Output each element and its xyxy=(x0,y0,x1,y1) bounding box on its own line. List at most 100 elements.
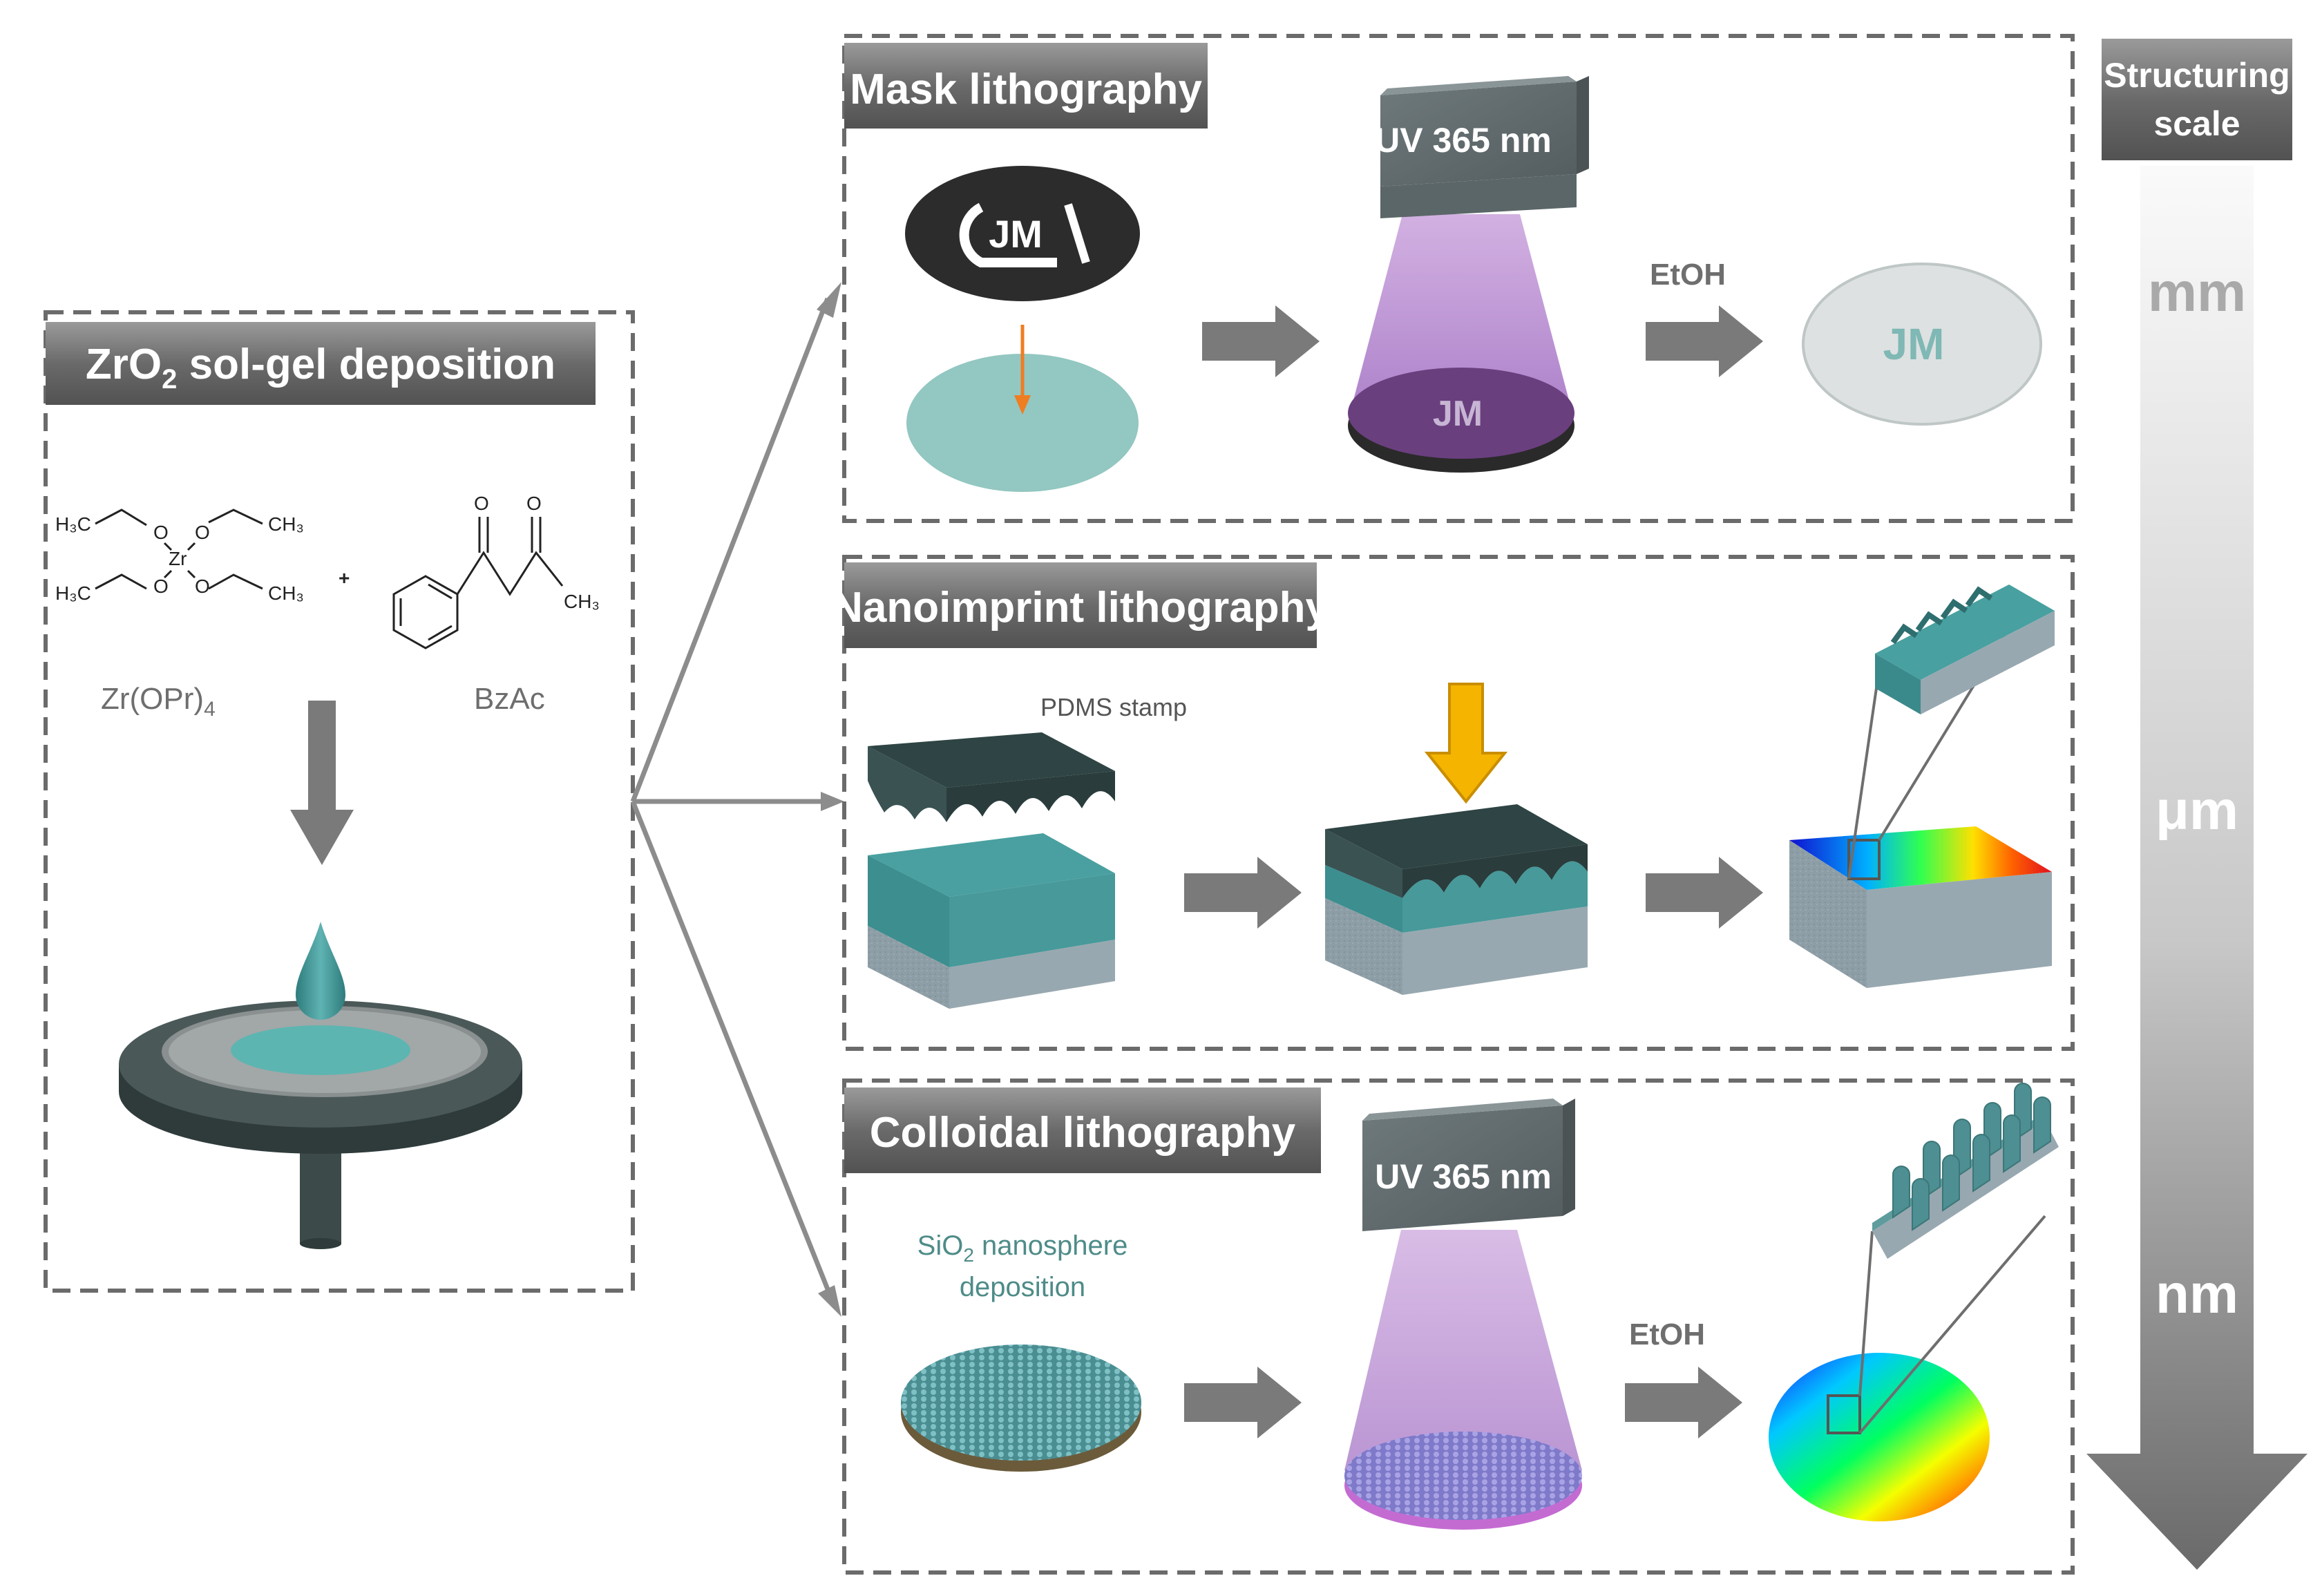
uv-lamp-front xyxy=(1380,82,1577,187)
imprint-assembly-icon xyxy=(1325,804,1588,995)
bond-line xyxy=(208,573,263,590)
colloidal-frame xyxy=(842,1079,2075,1575)
colloidal-zoom-region-icon xyxy=(1827,1394,1861,1434)
uv-lamp-side xyxy=(1577,76,1589,174)
bond-line xyxy=(208,509,263,525)
substrate-film-front xyxy=(868,855,949,967)
nanopillar xyxy=(1942,1155,1960,1212)
assembly-stamp-side xyxy=(1402,844,1588,898)
photomask-icon xyxy=(905,166,1140,301)
bond-line xyxy=(163,569,173,579)
nanoimprint-header xyxy=(844,562,1317,648)
ch3-top-label: CH₃ xyxy=(268,513,304,535)
mask-title: Mask lithography xyxy=(850,66,1202,113)
colloidal-uv-exposure-icon: UV 365 nm xyxy=(1344,1099,1582,1530)
nanopillar xyxy=(1972,1134,1990,1193)
colloidal-uv-lamp-front xyxy=(1362,1105,1563,1231)
nanosphere-wafer-icon xyxy=(901,1345,1141,1461)
bzac-structure: O O CH₃ xyxy=(392,493,600,649)
colloidal-exposed-wafer xyxy=(1344,1432,1582,1520)
jm-logo-icon xyxy=(959,202,1057,267)
sol-gel-header xyxy=(46,322,596,405)
scale-title-line1: Structuring xyxy=(2104,56,2290,95)
bond-line xyxy=(95,509,147,526)
spin-coater-shaft-base xyxy=(300,1238,341,1249)
colloidal-panel: Colloidal lithography SiO2 nanosphere de… xyxy=(842,1079,2075,1575)
rainbow-wafer xyxy=(1769,1353,1990,1521)
colloidal-etoh-label: EtOH xyxy=(1629,1318,1705,1351)
nanopillar-surface-icon xyxy=(1769,1083,2059,1521)
exposed-wafer-top xyxy=(1348,368,1574,459)
mask-lithography-panel: Mask lithography JM JM UV 365 nm EtOH JM xyxy=(842,34,2075,523)
branch-arrowhead-icon xyxy=(818,1285,841,1317)
branch-arrows xyxy=(630,282,844,1317)
imprint-arrow-icon xyxy=(1184,857,1302,929)
pdms-stamp-label: PDMS stamp xyxy=(1040,693,1187,721)
assembly-stamp-front xyxy=(1325,829,1402,898)
colloidal-uv-cone xyxy=(1344,1230,1582,1499)
pdms-stamp-icon xyxy=(868,732,1115,822)
grating-ridges xyxy=(1890,586,1993,645)
h3c-bottom-label: H₃C xyxy=(55,582,91,604)
mask-etoh-label: EtOH xyxy=(1650,258,1726,292)
nanopillars xyxy=(1892,1083,2051,1231)
stamp-top xyxy=(868,732,1115,788)
process-arrow-icon xyxy=(1202,305,1320,377)
o-atom-label-1: O xyxy=(153,522,169,543)
deposition-label: deposition xyxy=(960,1272,1085,1302)
mask-uv-label: UV 365 nm xyxy=(1375,121,1552,160)
branch-arrow-colloidal xyxy=(630,800,833,1298)
o-atom-label-3: O xyxy=(153,576,169,597)
stamp-side xyxy=(946,771,1115,822)
nanopillar xyxy=(1892,1166,1910,1219)
assembly-film-side xyxy=(1402,861,1588,933)
uv-lamp-bottom xyxy=(1380,174,1577,218)
h3c-top-label: H₃C xyxy=(55,513,91,535)
assembly-base-front xyxy=(1325,898,1402,995)
bond-line xyxy=(187,569,196,579)
colloidal-uv-lamp-side xyxy=(1563,1099,1575,1216)
benzene-ring xyxy=(392,575,459,649)
methyl-label: CH₃ xyxy=(564,591,600,612)
orange-arrowhead-icon xyxy=(1014,395,1031,415)
branch-arrow-mask xyxy=(630,297,830,803)
mask-substrate-icon xyxy=(906,354,1139,492)
sol-gel-frame xyxy=(44,310,635,1293)
colloidal-develop-arrow-icon xyxy=(1625,1367,1742,1438)
substrate-top xyxy=(868,833,1115,897)
grating-top xyxy=(1875,585,2055,680)
grating-front xyxy=(1875,654,1921,714)
zr-atom-label: Zr xyxy=(169,548,187,569)
imprint-substrate-icon xyxy=(868,833,1115,1009)
down-arrow-icon xyxy=(290,701,354,865)
bond-line xyxy=(187,542,196,551)
assembly-stamp-top xyxy=(1325,804,1588,869)
assembly-base-side xyxy=(1402,906,1588,995)
bond-chain xyxy=(456,551,564,596)
sol-gel-title: ZrO2 sol-gel deposition xyxy=(86,341,555,395)
colloidal-header xyxy=(844,1087,1321,1173)
demold-arrow-icon xyxy=(1646,857,1763,929)
patterned-wafer-icon xyxy=(1802,263,2042,426)
scale-um-label: μm xyxy=(2156,779,2238,841)
nanoimprint-panel: Nanoimprint lithography PDMS stamp xyxy=(832,555,2075,1051)
colloidal-uv-lamp-top xyxy=(1362,1099,1563,1121)
sol-film-icon xyxy=(231,1025,410,1075)
bond-line xyxy=(428,583,453,600)
o-atom-label-2: O xyxy=(195,522,210,543)
zr-propoxide-structure: H₃C H₃C CH₃ CH₃ Zr O O O O xyxy=(55,509,304,604)
scale-mm-label: mm xyxy=(2148,261,2246,323)
exposed-logo-text: JM xyxy=(1433,394,1483,434)
sol-gel-panel: ZrO2 sol-gel deposition H₃C H₃C CH₃ CH₃ … xyxy=(44,310,635,1293)
bzac-name: BzAc xyxy=(474,682,545,716)
result-base-side xyxy=(1867,872,2052,988)
branch-arrowhead-icon xyxy=(817,282,841,318)
uv-exposure-icon: JM UV 365 nm xyxy=(1348,76,1589,473)
mask-header xyxy=(844,43,1208,129)
zoom-line xyxy=(1858,1215,2046,1434)
o-atom-label-4: O xyxy=(195,576,210,597)
logo-slash-icon xyxy=(1064,203,1090,264)
stamp-front xyxy=(868,746,946,822)
ketone-o-label-1: O xyxy=(474,493,489,514)
